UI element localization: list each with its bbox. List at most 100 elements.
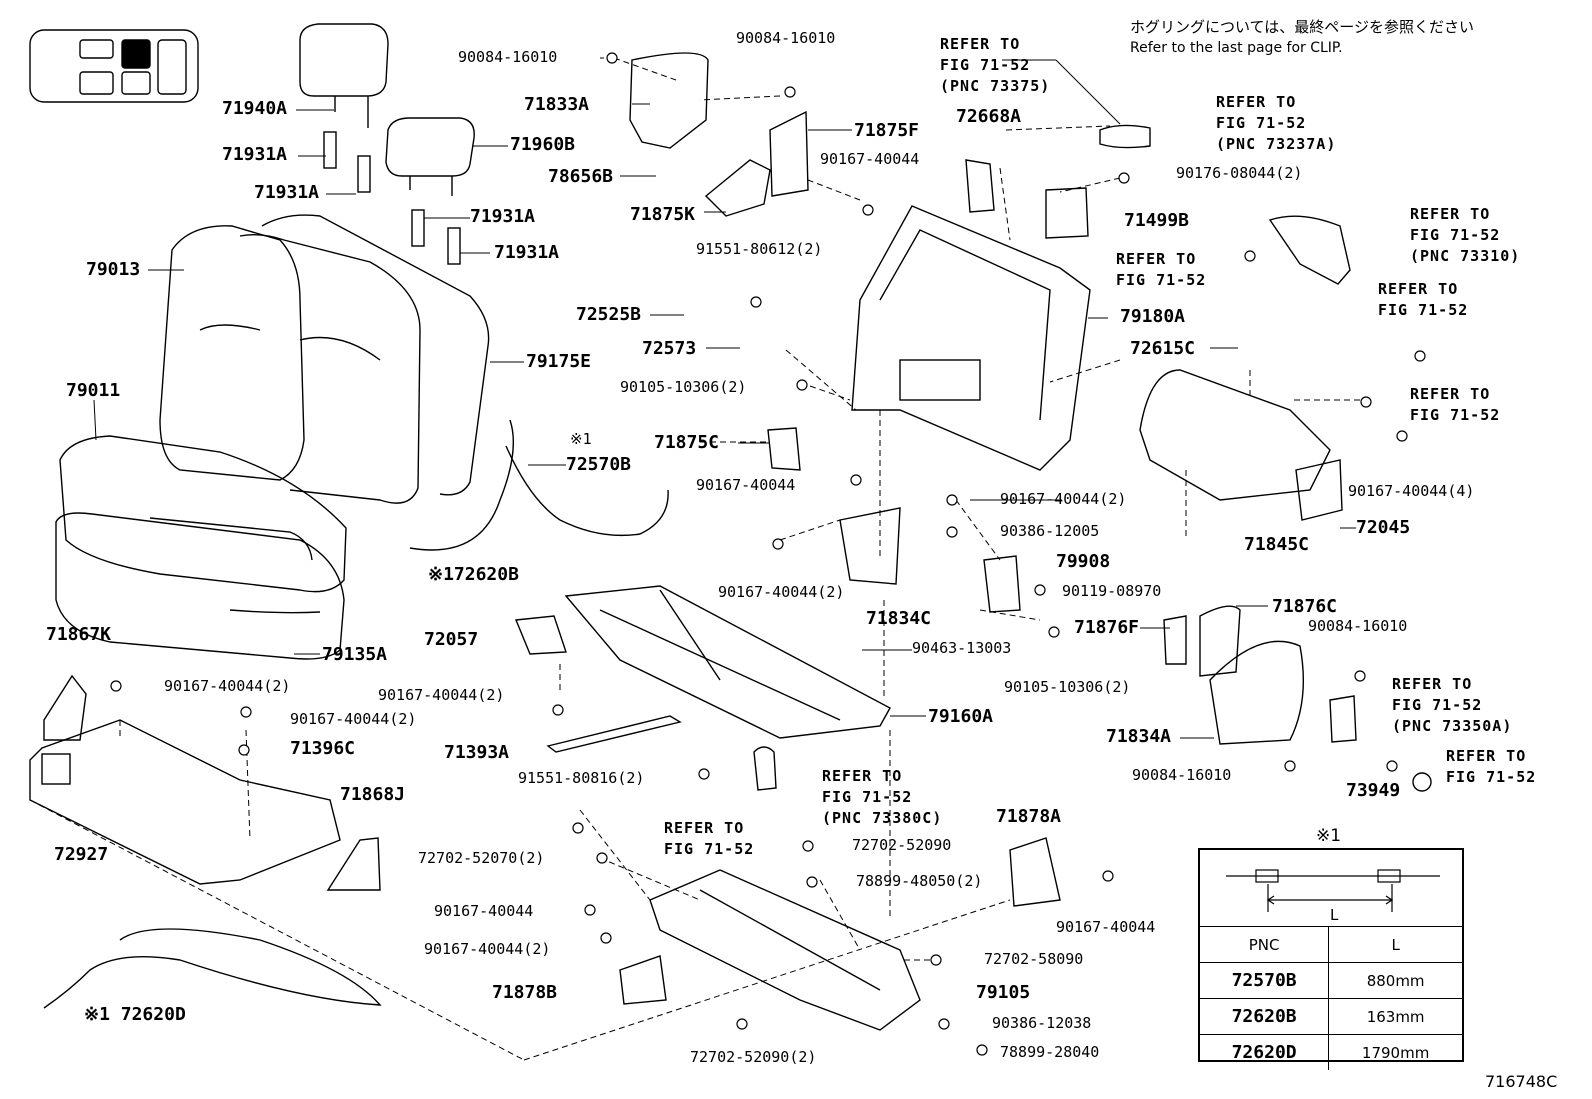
- callout-90167-40044-e[interactable]: 90167-40044(2): [718, 583, 845, 601]
- callout-71931a-4[interactable]: 71931A: [494, 242, 560, 263]
- callout-90167-40044-d[interactable]: 90167-40044: [696, 476, 796, 494]
- table-row[interactable]: 72620B 163mm: [1200, 998, 1462, 1035]
- callout-90105-10306-b[interactable]: 90105-10306(2): [1004, 678, 1131, 696]
- callout-90167-40044-c[interactable]: 90167-40044: [820, 150, 920, 168]
- callout-71499b[interactable]: 71499B: [1124, 210, 1190, 231]
- callout-71931a-2[interactable]: 71931A: [254, 182, 320, 203]
- callout-71931a-3[interactable]: 71931A: [470, 206, 536, 227]
- callout-79180a[interactable]: 79180A: [1120, 306, 1186, 327]
- callout-71867k[interactable]: 71867K: [46, 624, 112, 645]
- callout-90167-40044-f[interactable]: 90167-40044(2): [378, 686, 505, 704]
- callout-90105-10306-a[interactable]: 90105-10306(2): [620, 378, 747, 396]
- callout-72615c[interactable]: 72615C: [1130, 338, 1196, 359]
- callout-90167-40044-a[interactable]: 90167-40044(2): [164, 677, 291, 695]
- leader-lines: [93, 57, 1356, 739]
- callout-71940a[interactable]: 71940A: [222, 98, 288, 119]
- refer-block-73350a[interactable]: REFER TO FIG 71-52 (PNC 73350A): [1392, 674, 1512, 737]
- callout-72045[interactable]: 72045: [1356, 517, 1411, 538]
- callout-71875c[interactable]: 71875C: [654, 432, 720, 453]
- callout-71875k[interactable]: 71875K: [630, 204, 696, 225]
- bracket-71875c: [767, 427, 801, 471]
- callout-71834c[interactable]: 71834C: [866, 608, 932, 629]
- cushion-pad-79135a: [55, 512, 345, 660]
- row-pnc[interactable]: 72620B: [1200, 998, 1329, 1035]
- callout-90084-16010-b[interactable]: 90084-16010: [736, 29, 836, 47]
- refer-line: REFER TO: [664, 819, 745, 837]
- refer-block-73237a[interactable]: REFER TO FIG 71-52 (PNC 73237A): [1216, 92, 1336, 155]
- refer-block-73310[interactable]: REFER TO FIG 71-52 (PNC 73310): [1410, 204, 1520, 267]
- callout-90167-40044-b[interactable]: 90167-40044(2): [290, 710, 417, 728]
- callout-90167-40044-j[interactable]: 90167-40044(2): [1000, 490, 1127, 508]
- callout-90167-40044-k[interactable]: 90167-40044(4): [1348, 482, 1475, 500]
- callout-91551-80612[interactable]: 91551-80612(2): [696, 240, 823, 258]
- callout-78899-48050[interactable]: 78899-48050(2): [856, 872, 983, 890]
- callout-72057[interactable]: 72057: [424, 629, 479, 650]
- callout-72620b[interactable]: ※172620B: [428, 564, 519, 585]
- callout-91551-80816[interactable]: 91551-80816(2): [518, 769, 645, 787]
- cover-72045: [1295, 459, 1343, 521]
- refer-block-belt-guide[interactable]: REFER TO FIG 71-52: [1378, 279, 1468, 321]
- callout-72620d[interactable]: ※1 72620D: [84, 1004, 186, 1025]
- callout-72702-52090-b[interactable]: 72702-52090: [852, 836, 952, 854]
- callout-79135a[interactable]: 79135A: [322, 644, 388, 665]
- callout-72668a[interactable]: 72668A: [956, 106, 1022, 127]
- callout-71960b[interactable]: 71960B: [510, 134, 576, 155]
- refer-block-belt-bolt[interactable]: REFER TO FIG 71-52: [1410, 384, 1500, 426]
- row-pnc[interactable]: 72570B: [1200, 962, 1329, 999]
- table-header-row: PNC L: [1200, 926, 1462, 963]
- callout-73949[interactable]: 73949: [1346, 780, 1401, 801]
- callout-71845c[interactable]: 71845C: [1244, 534, 1310, 555]
- callout-72702-52070[interactable]: 72702-52070(2): [418, 849, 545, 867]
- callout-90463-13003[interactable]: 90463-13003: [912, 639, 1012, 657]
- refer-block-73375[interactable]: REFER TO FIG 71-52 (PNC 73375): [940, 34, 1050, 97]
- callout-71868j[interactable]: 71868J: [340, 784, 406, 805]
- callout-90119-08970[interactable]: 90119-08970: [1062, 582, 1162, 600]
- callout-72570b[interactable]: 72570B: [566, 454, 632, 475]
- callout-71878b[interactable]: 71878B: [492, 982, 558, 1003]
- callout-90167-40044-h[interactable]: 90167-40044(2): [424, 940, 551, 958]
- callout-71393a[interactable]: 71393A: [444, 742, 510, 763]
- callout-72525b[interactable]: 72525B: [576, 304, 642, 325]
- table-row[interactable]: 72620D 1790mm: [1200, 1034, 1462, 1070]
- callout-90084-16010-c[interactable]: 90084-16010: [1308, 617, 1408, 635]
- callout-71931a-1[interactable]: 71931A: [222, 144, 288, 165]
- callout-79160a[interactable]: 79160A: [928, 706, 994, 727]
- clip-72668a: [965, 159, 995, 213]
- refer-block-73380c[interactable]: REFER TO FIG 71-52 (PNC 73380C): [822, 766, 942, 829]
- callout-71876f[interactable]: 71876F: [1074, 617, 1140, 638]
- refer-block-73949[interactable]: REFER TO FIG 71-52: [1446, 746, 1536, 788]
- seat-back-79013: [159, 214, 490, 504]
- refer-line: (PNC 73310): [1410, 247, 1521, 265]
- row-pnc[interactable]: 72620D: [1200, 1034, 1329, 1070]
- callout-79908[interactable]: 79908: [1056, 551, 1111, 572]
- refer-block-buckle-bolt[interactable]: REFER TO FIG 71-52: [664, 818, 754, 860]
- callout-71396c[interactable]: 71396C: [290, 738, 356, 759]
- callout-79011[interactable]: 79011: [66, 380, 121, 401]
- callout-71833a[interactable]: 71833A: [524, 94, 590, 115]
- table-row[interactable]: 72570B 880mm: [1200, 962, 1462, 999]
- callout-72573[interactable]: 72573: [642, 338, 697, 359]
- callout-72927[interactable]: 72927: [54, 844, 109, 865]
- callout-79013[interactable]: 79013: [86, 259, 141, 280]
- refer-block-belt-anchor[interactable]: REFER TO FIG 71-52: [1116, 249, 1206, 291]
- callout-78899-28040[interactable]: 78899-28040: [1000, 1043, 1100, 1061]
- callout-90084-16010-a[interactable]: 90084-16010: [458, 48, 558, 66]
- callout-90167-40044-g[interactable]: 90167-40044: [434, 902, 534, 920]
- callout-71876c[interactable]: 71876C: [1272, 596, 1338, 617]
- callout-90386-12005[interactable]: 90386-12005: [1000, 522, 1100, 540]
- callout-79105[interactable]: 79105: [976, 982, 1031, 1003]
- callout-71875f[interactable]: 71875F: [854, 120, 920, 141]
- callout-90176-08044[interactable]: 90176-08044(2): [1176, 164, 1303, 182]
- callout-71878a[interactable]: 71878A: [996, 806, 1062, 827]
- callout-71834a[interactable]: 71834A: [1106, 726, 1172, 747]
- cover-71834a: [1209, 640, 1304, 745]
- callout-90386-12038[interactable]: 90386-12038: [992, 1014, 1092, 1032]
- refer-line: (PNC 73237A): [1216, 135, 1337, 153]
- callout-72702-52090-a[interactable]: 72702-52090(2): [690, 1048, 817, 1066]
- callout-79175e[interactable]: 79175E: [526, 351, 592, 372]
- callout-90167-40044-i[interactable]: 90167-40044: [1056, 918, 1156, 936]
- callout-78656b[interactable]: 78656B: [548, 166, 614, 187]
- callout-72702-58090[interactable]: 72702-58090: [984, 950, 1084, 968]
- callout-90084-16010-d[interactable]: 90084-16010: [1132, 766, 1232, 784]
